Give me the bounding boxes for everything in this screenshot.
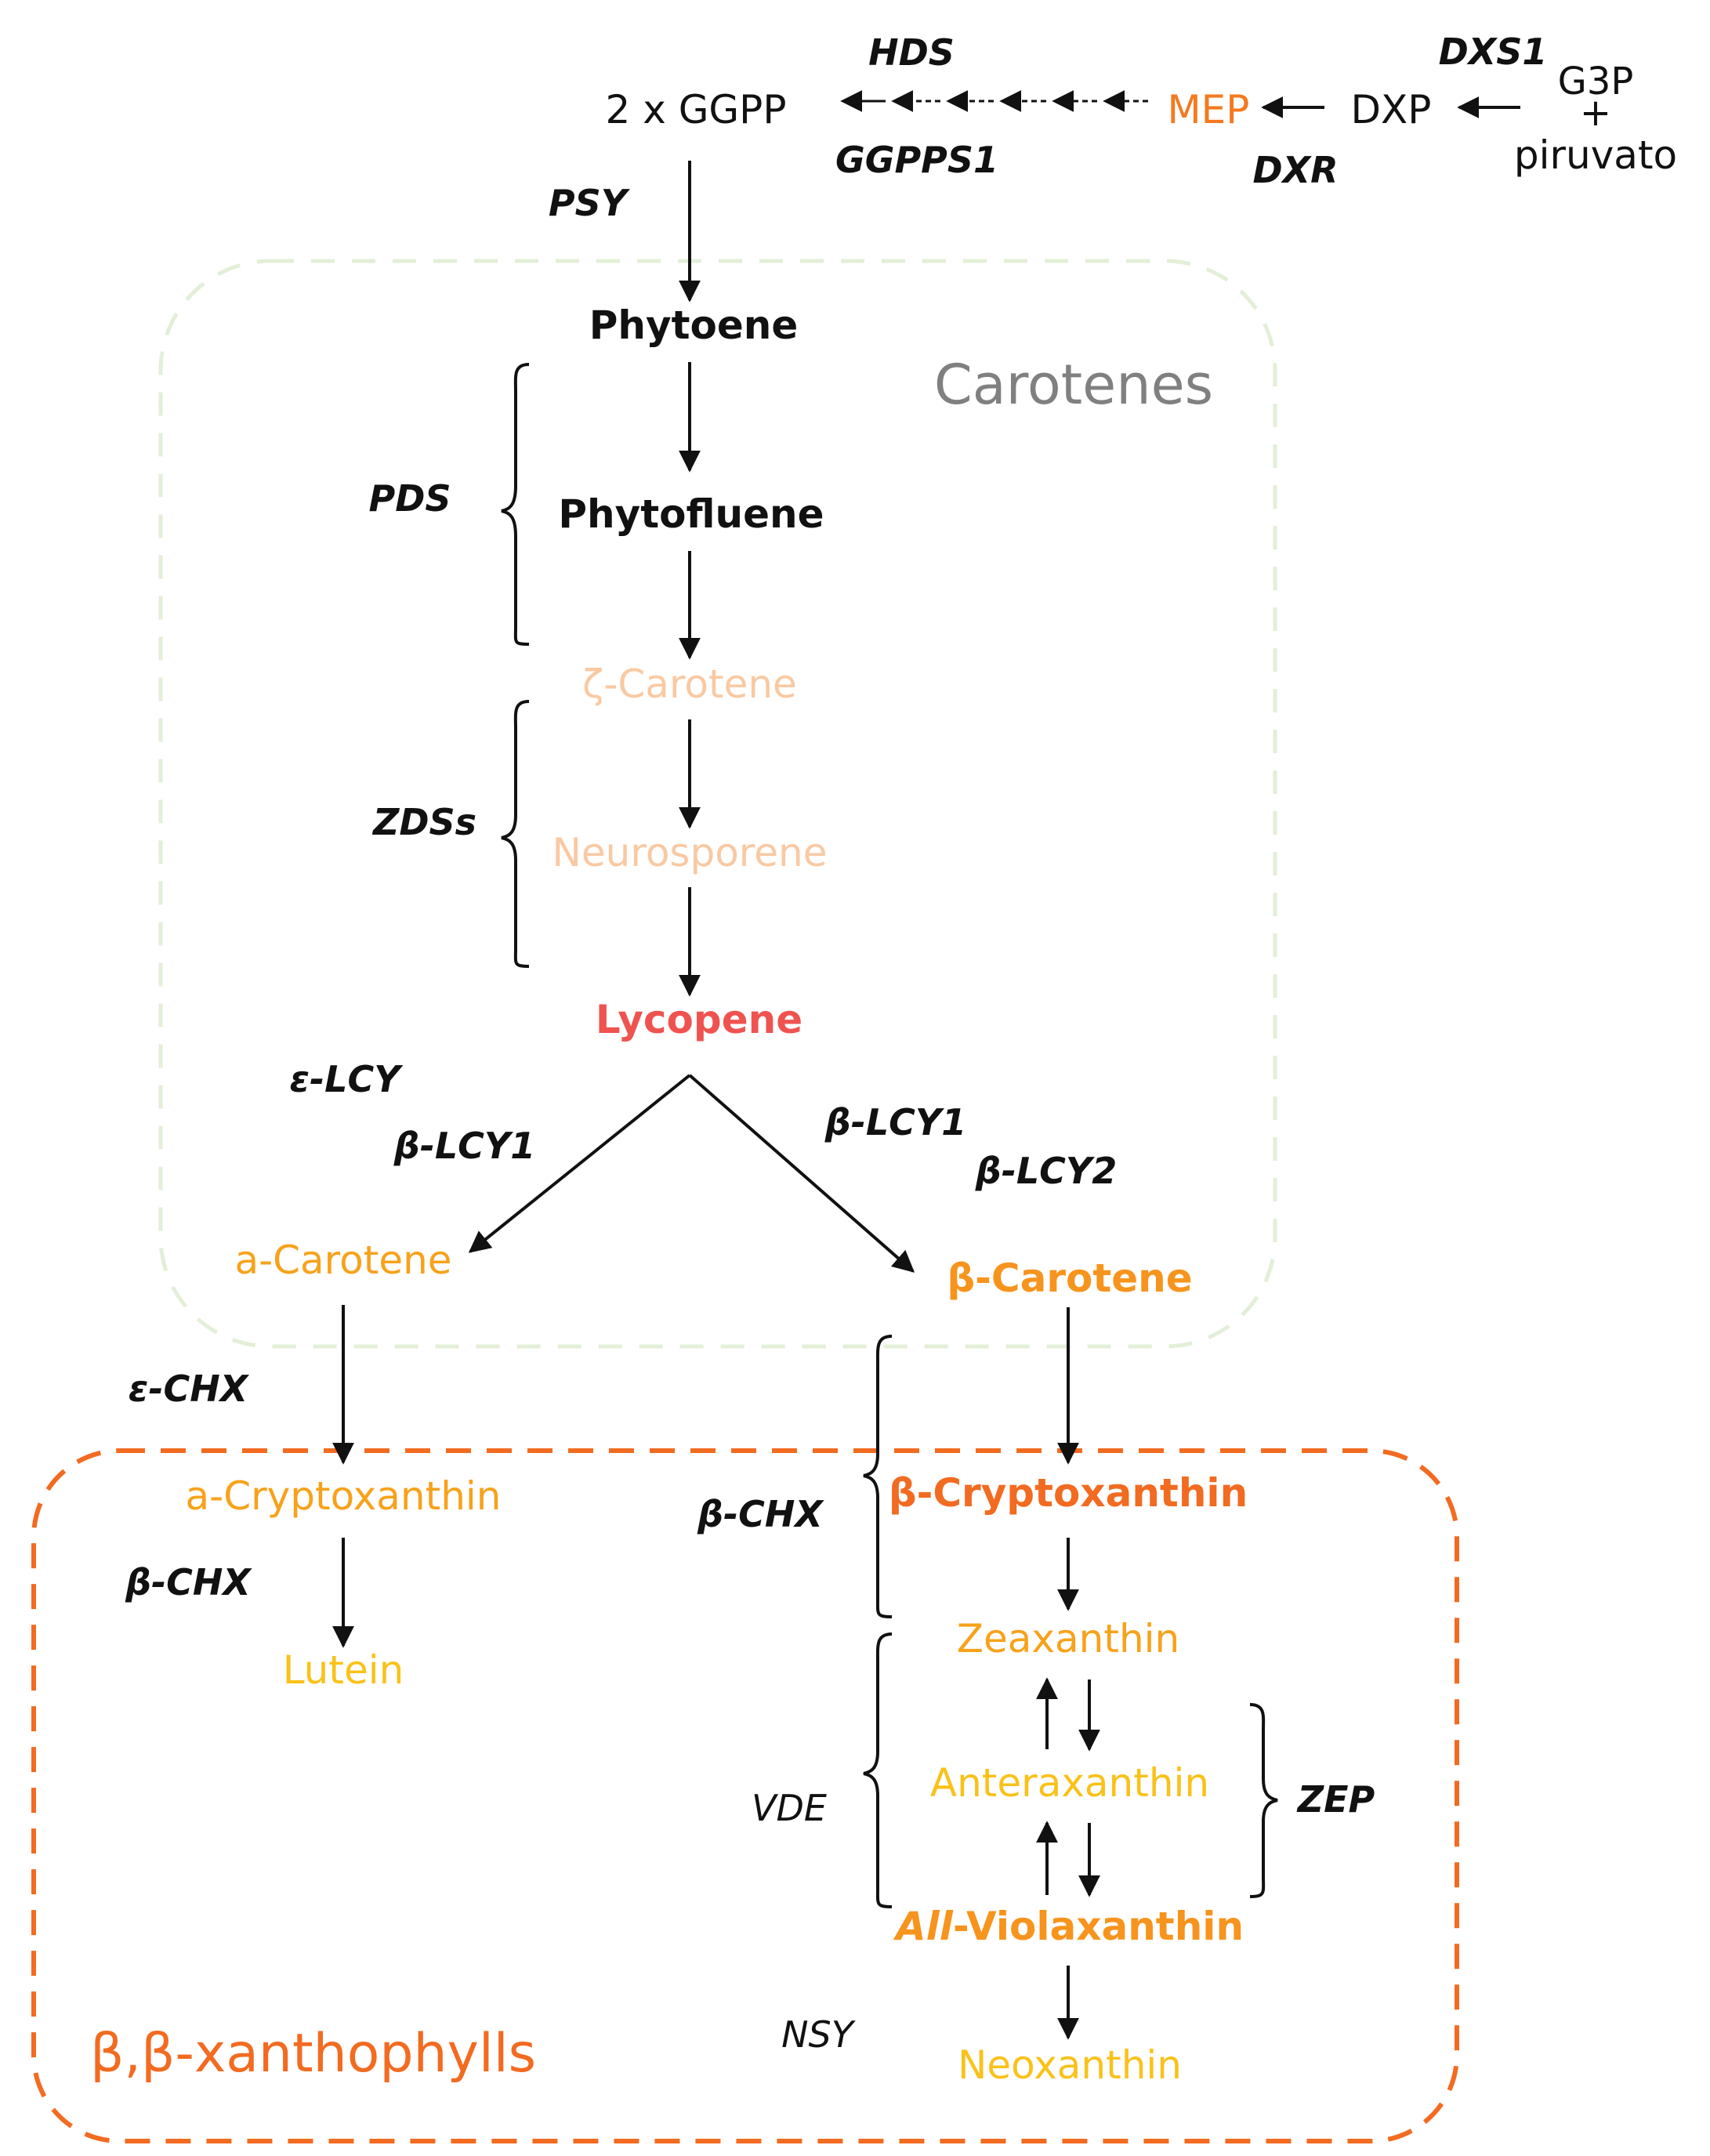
- enzyme-pds: PDS: [368, 477, 451, 520]
- lycopene-label: Lycopene: [596, 997, 802, 1042]
- enzyme-b-chx-right: β-CHX: [697, 1493, 824, 1535]
- b-chx-brace: [863, 1335, 893, 1618]
- anteraxanthin-label: Anteraxanthin: [930, 1760, 1209, 1806]
- enzyme-zdss: ZDSs: [371, 801, 476, 843]
- enzyme-e-lcy: ε-LCY: [289, 1058, 404, 1100]
- mep-label: MEP: [1168, 87, 1250, 132]
- enzyme-vde: VDE: [752, 1787, 827, 1829]
- enzyme-zep: ZEP: [1296, 1778, 1375, 1821]
- enzyme-b-lcy2: β-LCY2: [975, 1150, 1117, 1192]
- phytoene-label: Phytoene: [589, 303, 799, 348]
- zeaxanthin-label: Zeaxanthin: [957, 1616, 1179, 1661]
- lutein-label: Lutein: [283, 1647, 404, 1693]
- carotenes-group-box: [158, 259, 1277, 1349]
- xanthophylls-group-box: [31, 1448, 1459, 2143]
- alpha-carotene-label: a-Carotene: [234, 1237, 451, 1283]
- enzyme-psy: PSY: [549, 182, 631, 224]
- phytofluene-label: Phytofluene: [558, 491, 824, 537]
- violaxanthin-prefix: All: [893, 1904, 954, 1949]
- beta-cryptoxanthin-label: β-Cryptoxanthin: [889, 1470, 1248, 1516]
- pds-brace: [501, 363, 530, 646]
- enzyme-b-lcy1-right: β-LCY1: [824, 1101, 966, 1143]
- lycopene-to-beta-carotene-arrow: [688, 1074, 915, 1273]
- g3p-label: G3P: [1558, 60, 1634, 103]
- dxp-label: DXP: [1351, 87, 1432, 132]
- plus-label: +: [1580, 91, 1611, 135]
- zeta-carotene-label: ζ-Carotene: [582, 661, 797, 707]
- neoxanthin-label: Neoxanthin: [958, 2042, 1182, 2088]
- enzyme-dxr: DXR: [1252, 149, 1338, 191]
- enzyme-b-chx-left: β-CHX: [125, 1561, 252, 1603]
- ggpp-label: 2 x GGPP: [606, 87, 787, 132]
- enzyme-b-lcy1-left: β-LCY1: [393, 1125, 535, 1167]
- piruvato-label: piruvato: [1514, 132, 1677, 178]
- vde-brace: [863, 1632, 893, 1908]
- lycopene-to-alpha-carotene-arrow: [468, 1074, 691, 1253]
- beta-carotene-label: β-Carotene: [947, 1256, 1192, 1301]
- alpha-cryptoxanthin-label: a-Cryptoxanthin: [186, 1473, 502, 1519]
- xanthophylls-group-title: β,β-xanthophylls: [90, 2023, 536, 2085]
- zep-brace: [1249, 1703, 1278, 1898]
- enzyme-ggpps1: GGPPS1: [835, 139, 998, 181]
- enzyme-hds: HDS: [868, 31, 955, 74]
- enzyme-e-chx: ε-CHX: [129, 1368, 250, 1410]
- enzyme-dxs1: DXS1: [1439, 31, 1548, 73]
- enzyme-nsy: NSY: [781, 2013, 857, 2056]
- violaxanthin-label: All-Violaxanthin: [893, 1904, 1244, 1949]
- neurosporene-label: Neurosporene: [552, 830, 828, 875]
- zdss-brace: [501, 700, 530, 968]
- violaxanthin-suffix: -Violaxanthin: [953, 1904, 1244, 1949]
- carotenes-group-title: Carotenes: [934, 353, 1213, 417]
